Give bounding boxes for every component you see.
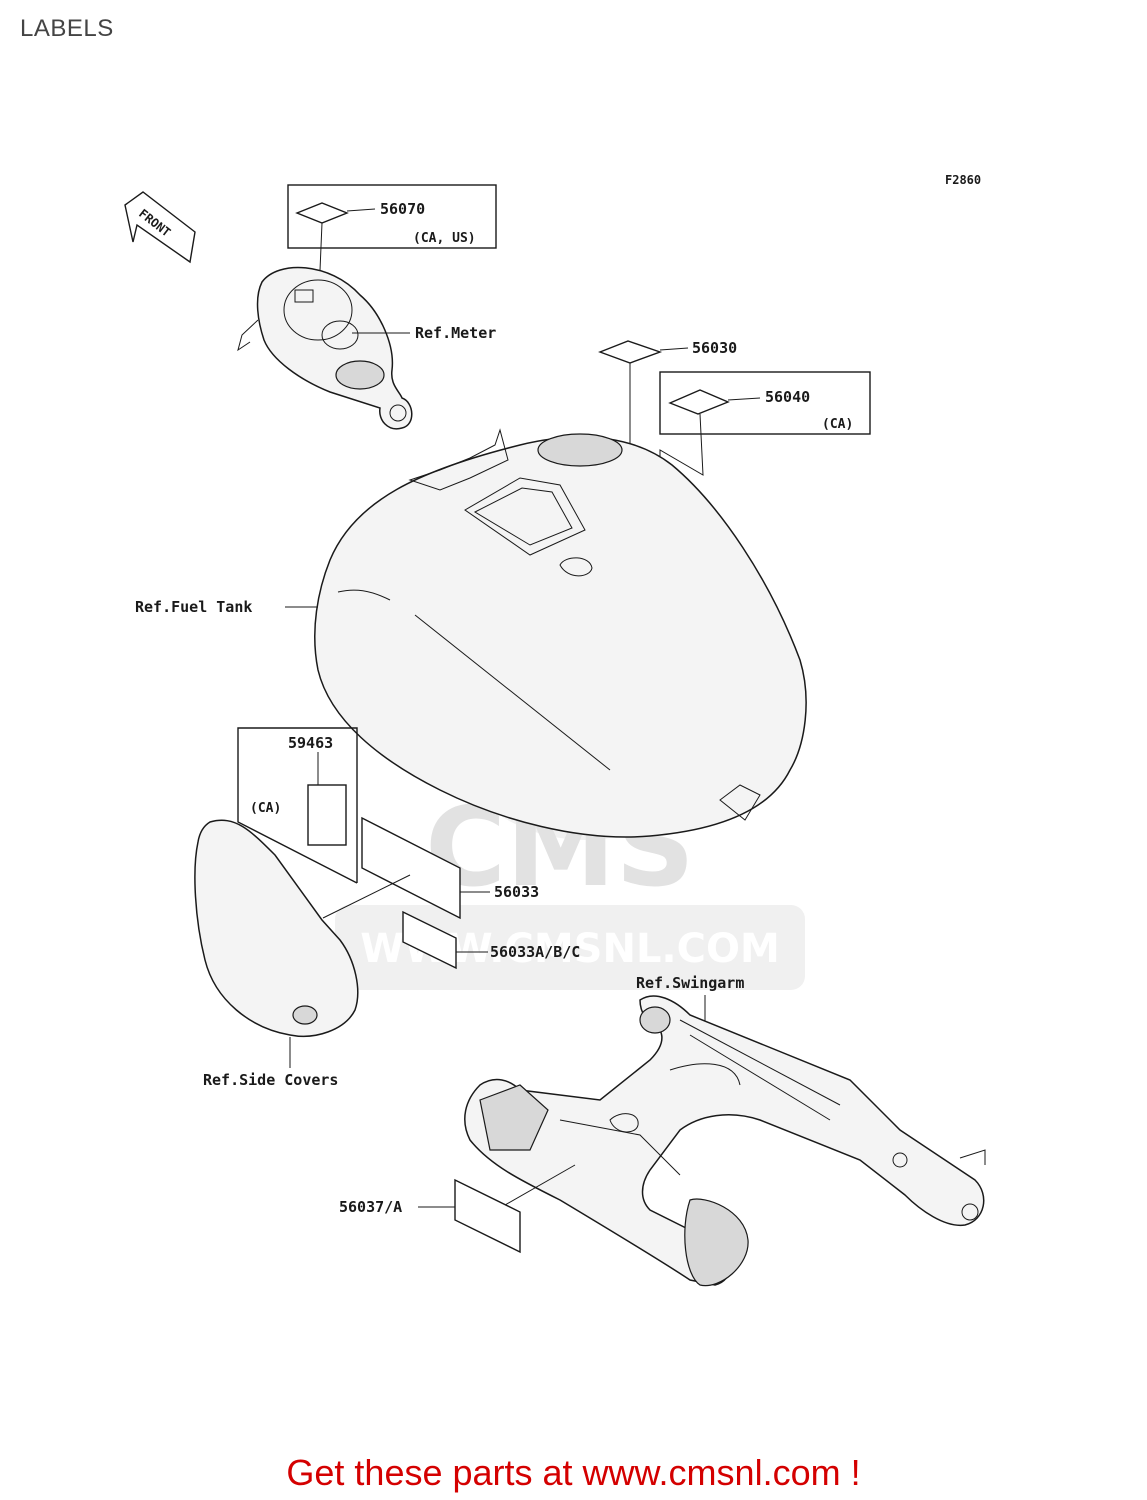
footer-text[interactable]: Get these parts at www.cmsnl.com ! — [286, 1452, 861, 1493]
ref-meter-label: Ref.Meter — [415, 324, 496, 342]
part-note-56070: (CA, US) — [413, 231, 476, 246]
fuel-tank-part: Ref.Fuel Tank — [135, 428, 807, 838]
swingarm-part: Ref.Swingarm — [464, 974, 986, 1287]
front-arrow-icon: FRONT — [124, 191, 196, 264]
ref-swingarm-label: Ref.Swingarm — [636, 974, 744, 992]
part-number-56033: 56033 — [494, 883, 539, 901]
footer-link[interactable]: Get these parts at www.cmsnl.com ! — [0, 1452, 1147, 1494]
side-cover-part: Ref.Side Covers — [194, 819, 359, 1089]
ref-side-covers-label: Ref.Side Covers — [203, 1071, 338, 1089]
callout-56040: 56040 (CA) — [659, 371, 871, 512]
part-note-59463: (CA) — [250, 801, 281, 816]
ref-fuel-tank-label: Ref.Fuel Tank — [135, 598, 252, 616]
callout-56037a: 56037/A — [339, 1164, 576, 1254]
part-number-56070: 56070 — [380, 200, 425, 218]
figure-code: F2860 — [945, 173, 981, 187]
part-number-56030: 56030 — [692, 339, 737, 357]
part-note-56040: (CA) — [822, 417, 853, 432]
callout-59463: 59463 (CA) — [237, 727, 358, 884]
page-title: LABELS — [20, 15, 114, 42]
callout-56033: 56033 56033A/B/C — [322, 816, 580, 970]
part-number-56037a: 56037/A — [339, 1198, 402, 1216]
meter-part: Ref.Meter — [237, 266, 496, 430]
part-number-56040: 56040 — [765, 388, 810, 406]
part-number-56033abc: 56033A/B/C — [490, 943, 580, 961]
part-number-59463: 59463 — [288, 734, 333, 752]
